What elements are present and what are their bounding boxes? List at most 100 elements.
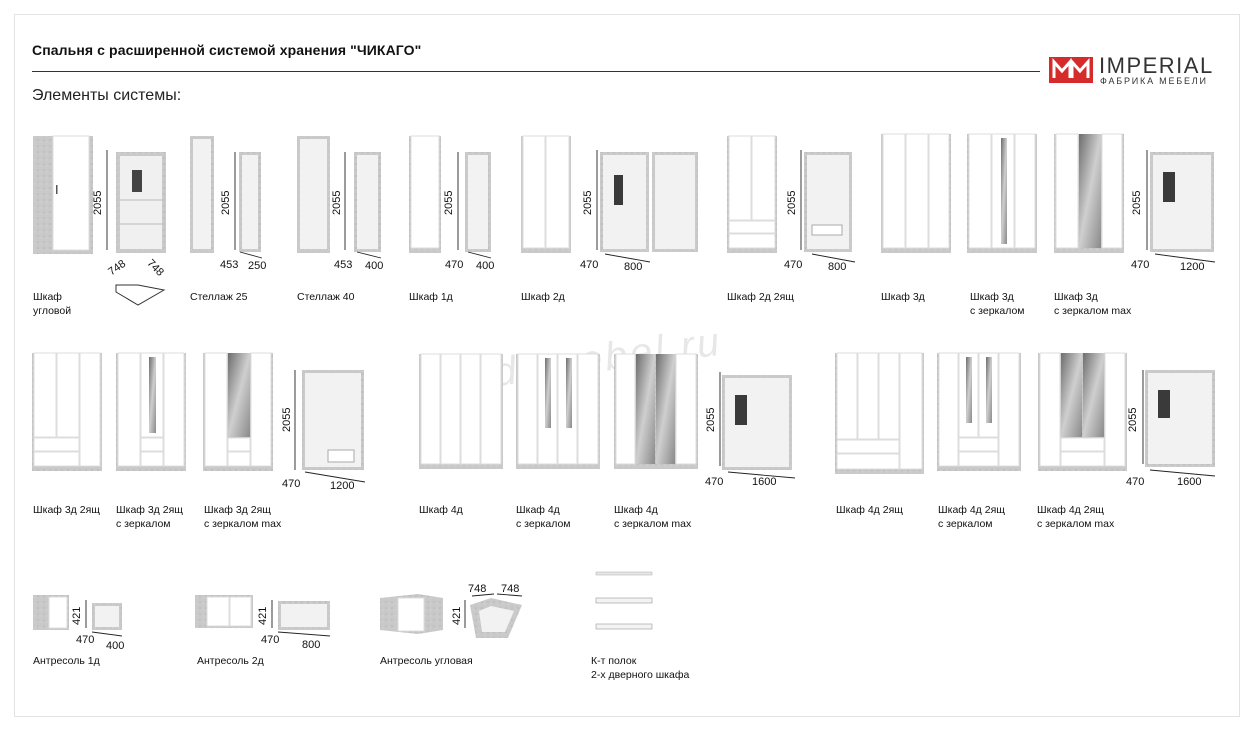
dim-depth: 470 bbox=[580, 259, 599, 271]
label-w3dm: Шкаф 3д с зеркалом bbox=[970, 290, 1025, 318]
label-ant1: Антресоль 1д bbox=[33, 655, 100, 667]
wardrobe-4d-2drawers-mirror-max bbox=[1038, 352, 1215, 471]
label-line: Шкаф 3д bbox=[970, 291, 1014, 303]
label-w3d: Шкаф 3д bbox=[881, 291, 925, 303]
wardrobe-3d-2drawers-mirror bbox=[116, 352, 186, 471]
label-line: Шкаф 4д 2ящ bbox=[938, 504, 1005, 516]
dim-depth: 470 bbox=[784, 259, 803, 271]
label-w3d2max: Шкаф 3д 2ящ с зеркалом max bbox=[204, 503, 281, 531]
logo-wordmark: IMPERIAL bbox=[1099, 53, 1214, 78]
label-w1d: Шкаф 1д bbox=[409, 291, 453, 303]
dim-width: 1600 bbox=[1177, 476, 1202, 488]
dim-height: 421 bbox=[257, 606, 269, 625]
dim-width: 400 bbox=[106, 640, 125, 652]
dim-width: 1200 bbox=[1180, 261, 1205, 273]
dim-height: 2055 bbox=[443, 190, 455, 215]
label-w2d2: Шкаф 2д 2ящ bbox=[727, 291, 794, 303]
dim-width: 1200 bbox=[330, 480, 355, 492]
label-line: Шкаф 4д bbox=[516, 504, 560, 516]
label-line: с зеркалом bbox=[516, 518, 571, 530]
dim-width: 250 bbox=[248, 260, 267, 272]
label-w4dmax: Шкаф 4д с зеркалом max bbox=[614, 503, 691, 531]
label-line: с зеркалом max bbox=[204, 518, 282, 530]
dim-depth: 470 bbox=[76, 634, 95, 646]
dim-depth: 470 bbox=[705, 476, 724, 488]
mezzanine-1d bbox=[33, 595, 122, 630]
wardrobe-3d-2drawers-mirror-max bbox=[203, 352, 364, 471]
label-w4d2m: Шкаф 4д 2ящ с зеркалом bbox=[938, 503, 1005, 531]
wardrobe-1d bbox=[409, 135, 491, 253]
dim-depth: 453 bbox=[334, 259, 353, 271]
dim-depth: 748 bbox=[468, 583, 487, 595]
label-line: с зеркалом max bbox=[614, 518, 692, 530]
dim-depth: 748 bbox=[501, 583, 520, 595]
wardrobe-2d bbox=[521, 135, 698, 253]
label-w3d2m: Шкаф 3д 2ящ с зеркалом bbox=[116, 503, 183, 531]
label-line: Шкаф 4д bbox=[614, 504, 658, 516]
dim-depth: 470 bbox=[282, 478, 301, 490]
wardrobe-4d-2drawers bbox=[835, 352, 924, 474]
label-line: с зеркалом max bbox=[1037, 518, 1115, 530]
label-ant2: Антресоль 2д bbox=[197, 655, 264, 667]
dim-width: 400 bbox=[365, 260, 384, 272]
dim-width: 400 bbox=[476, 260, 495, 272]
dim-height: 2055 bbox=[786, 190, 798, 215]
wardrobe-4d bbox=[419, 353, 503, 469]
label-rack25: Стеллаж 25 bbox=[190, 291, 248, 303]
dim-height: 2055 bbox=[705, 407, 717, 432]
dim-width: 800 bbox=[302, 639, 321, 651]
label-w4d: Шкаф 4д bbox=[419, 504, 463, 516]
shelf-set bbox=[595, 571, 653, 630]
page-frame bbox=[14, 14, 1240, 717]
wardrobe-4d-mirror-max bbox=[614, 353, 792, 470]
label-line: угловой bbox=[33, 305, 72, 317]
dim-depth: 470 bbox=[261, 634, 280, 646]
label-corner-wardrobe: Шкаф угловой bbox=[33, 290, 71, 318]
label-line: с зеркалом bbox=[938, 518, 993, 530]
label-line: с зеркалом bbox=[116, 518, 171, 530]
title-divider bbox=[32, 71, 1040, 72]
brand-logo: IMPERIAL ФАБРИКА МЕБЕЛИ bbox=[1049, 53, 1229, 89]
logo-tagline: ФАБРИКА МЕБЕЛИ bbox=[1100, 76, 1208, 86]
label-w3d2: Шкаф 3д 2ящ bbox=[33, 504, 100, 516]
wardrobe-3d bbox=[881, 133, 951, 253]
wardrobe-3d-2drawers bbox=[32, 352, 102, 471]
wardrobe-2d-2drawers bbox=[727, 135, 852, 253]
wardrobe-4d-2drawers-mirror bbox=[937, 352, 1021, 471]
label-w4d2max: Шкаф 4д 2ящ с зеркалом max bbox=[1037, 503, 1114, 531]
dim-depth: 470 bbox=[1126, 476, 1145, 488]
dim-height: 2055 bbox=[281, 407, 293, 432]
dim-height: 421 bbox=[451, 606, 463, 625]
dim-width: 800 bbox=[828, 261, 847, 273]
label-antc: Антресоль угловая bbox=[380, 655, 473, 667]
dim-height: 2055 bbox=[331, 190, 343, 215]
dim-height: 421 bbox=[71, 606, 83, 625]
rack40 bbox=[297, 136, 381, 253]
dim-height: 2055 bbox=[1131, 190, 1143, 215]
dim-depth: 470 bbox=[445, 259, 464, 271]
label-line: Шкаф 3д 2ящ bbox=[116, 504, 183, 516]
label-rack40: Стеллаж 40 bbox=[297, 291, 355, 303]
section-subtitle: Элементы системы: bbox=[32, 87, 182, 104]
label-line: с зеркалом bbox=[970, 305, 1025, 317]
mezzanine-2d bbox=[195, 595, 330, 630]
corner-wardrobe-closed bbox=[33, 135, 93, 254]
wardrobe-3d-mirror bbox=[967, 133, 1037, 253]
dim-height: 2055 bbox=[582, 190, 594, 215]
dim-height: 2055 bbox=[92, 190, 104, 215]
logo-mark-icon bbox=[1049, 57, 1093, 83]
rack25 bbox=[190, 136, 261, 253]
mezzanine-corner bbox=[380, 594, 522, 638]
corner-wardrobe-open bbox=[116, 152, 166, 253]
dim-depth: 470 bbox=[1131, 259, 1150, 271]
label-line: Шкаф bbox=[33, 291, 62, 303]
dim-height: 2055 bbox=[220, 190, 232, 215]
wardrobe-3d-mirror-max bbox=[1054, 133, 1214, 253]
dim-width: 1600 bbox=[752, 476, 777, 488]
label-line: Шкаф 3д bbox=[1054, 291, 1098, 303]
label-line: К-т полок bbox=[591, 655, 637, 667]
dim-width: 800 bbox=[624, 261, 643, 273]
dim-height: 2055 bbox=[1127, 407, 1139, 432]
label-line: Шкаф 3д 2ящ bbox=[204, 504, 271, 516]
